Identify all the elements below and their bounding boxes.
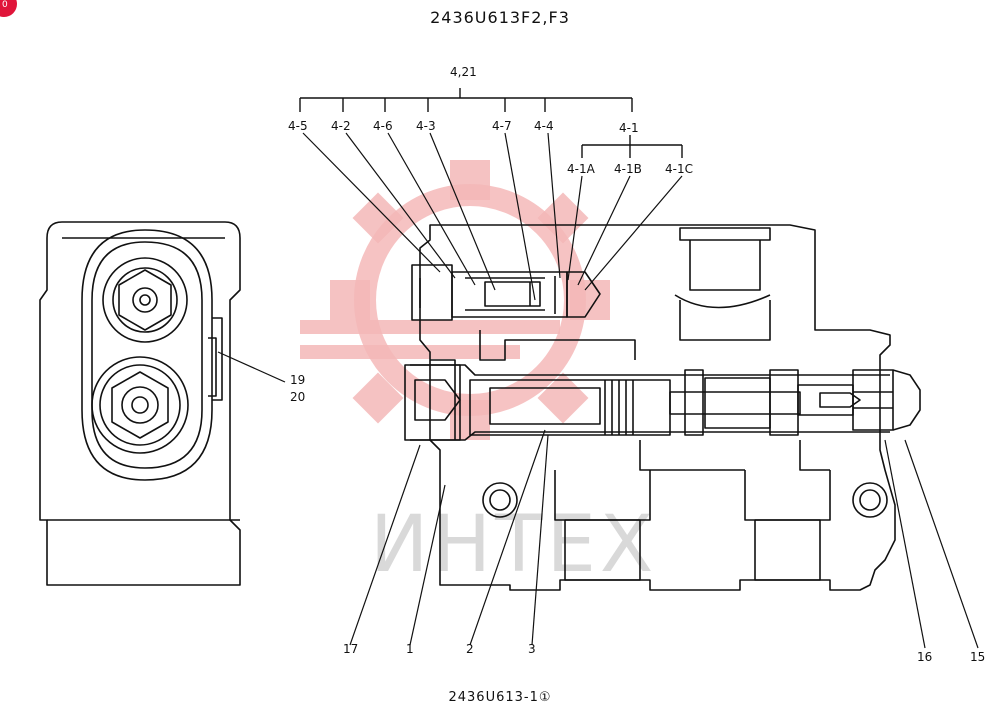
section-view: [404, 224, 921, 591]
label-3: 3: [528, 642, 536, 656]
label-4-5: 4-5: [288, 119, 308, 133]
label-17: 17: [343, 642, 359, 656]
end-view: [39, 221, 241, 586]
label-4-7: 4-7: [492, 119, 512, 133]
label-4-3: 4-3: [416, 119, 436, 133]
label-2: 2: [466, 642, 474, 656]
label-4-2: 4-2: [331, 119, 351, 133]
label-4-1B: 4-1B: [614, 162, 642, 176]
label-4-1: 4-1: [619, 121, 639, 135]
label-4-1A: 4-1A: [567, 162, 595, 176]
label-16: 16: [917, 650, 933, 664]
label-20: 20: [290, 390, 306, 404]
bracket-4-1: [581, 135, 683, 158]
corner-badge-text: 0: [2, 0, 8, 10]
label-4-21: 4,21: [450, 65, 477, 79]
watermark-text: ИНТЕХ: [370, 500, 658, 590]
label-19: 19: [290, 373, 306, 387]
label-4-4: 4-4: [534, 119, 554, 133]
drawing-title: 2436U613F2,F3: [430, 8, 570, 27]
label-15: 15: [970, 650, 986, 664]
bracket-4-21: [299, 88, 633, 112]
label-4-6: 4-6: [373, 119, 393, 133]
drawing-footer: 2436U613-1①: [448, 690, 552, 705]
leader-lines: [217, 132, 979, 649]
label-1: 1: [406, 642, 414, 656]
label-4-1C: 4-1C: [665, 162, 693, 176]
corner-badge: 0: [0, 0, 17, 17]
